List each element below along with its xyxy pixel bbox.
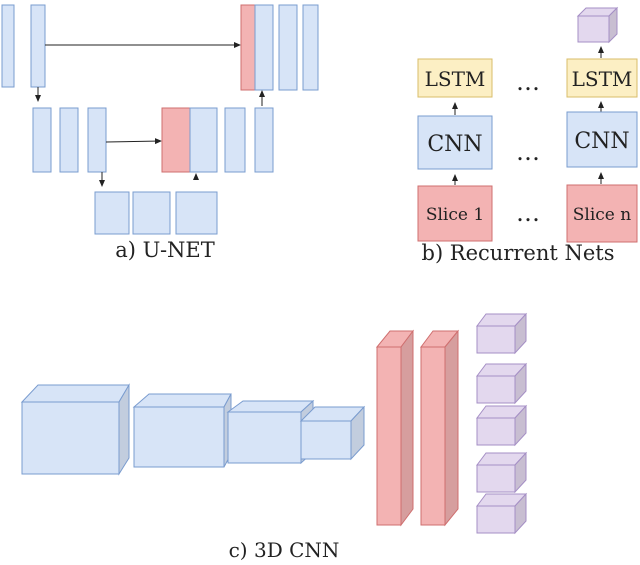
unet-feature-map: [302, 4, 319, 91]
unet-feature-map: [94, 191, 130, 235]
unet-feature-map: [278, 4, 298, 91]
cnn3d-output-cube: [476, 312, 528, 355]
slice-label-first: Slice 1: [426, 205, 484, 225]
slice-label-last: Slice n: [573, 205, 632, 225]
lstm-label-last: LSTM: [572, 67, 633, 91]
unet-feature-map: [87, 107, 107, 173]
cnn3d-panel: c) 3D CNN: [20, 312, 528, 562]
cnn3d-volume-4: [299, 405, 366, 461]
unet-decoder-level2: [161, 107, 274, 173]
lstm-box-last: [566, 58, 638, 98]
recurrent-panel: LSTM CNN Slice 1 … … … LSTM CNN Slice n …: [417, 6, 638, 265]
unet-encoder-level2: [32, 107, 107, 173]
unet-feature-map: [59, 107, 79, 173]
unet-feature-map: [175, 191, 218, 235]
unet-feature-map: [30, 4, 46, 88]
ellipsis-lstm-row: …: [516, 68, 540, 96]
lstm-label-first: LSTM: [425, 67, 486, 91]
unet-encoder-level1: [1, 4, 46, 88]
unet-skip-copy-map: [161, 107, 191, 173]
unet-feature-map: [132, 191, 171, 235]
unet-caption: a) U-NET: [115, 238, 215, 262]
unet-feature-map: [254, 107, 274, 173]
unet-feature-map: [32, 107, 52, 173]
ellipsis-cnn-row: …: [516, 138, 540, 166]
cnn3d-output-cube: [476, 492, 528, 535]
slice-box-first: [417, 185, 493, 242]
slice-box-last: [566, 184, 638, 243]
unet-skip-copy-map: [240, 4, 256, 91]
unet-bottleneck: [94, 191, 218, 235]
unet-panel: a) U-NET: [1, 4, 319, 262]
cnn3d-dense-layer-1: [375, 329, 414, 527]
cnn3d-dense-layer-2: [420, 329, 460, 527]
cnn3d-output-cube: [476, 362, 528, 405]
cnn3d-volume-2: [132, 393, 232, 468]
recurrent-caption: b) Recurrent Nets: [422, 241, 615, 265]
cnn-label-first: CNN: [427, 132, 482, 157]
unet-skip-connection-arrow: [105, 138, 162, 145]
ellipsis-slice-row: …: [516, 199, 540, 227]
cnn3d-output-cube: [476, 404, 528, 447]
cnn3d-volume-3: [226, 399, 315, 465]
output-cube: [576, 6, 619, 44]
cnn3d-caption: c) 3D CNN: [229, 538, 340, 562]
unet-feature-map: [254, 4, 274, 91]
cnn-label-last: CNN: [574, 129, 629, 154]
cnn-box-last: [566, 111, 638, 168]
unet-feature-map: [1, 4, 15, 88]
cnn3d-volume-1: [20, 383, 130, 476]
unet-feature-map: [224, 107, 246, 173]
lstm-box-first: [417, 58, 493, 98]
cnn-box-first: [417, 115, 493, 170]
cnn3d-output-cube: [476, 451, 528, 494]
unet-decoder-level1: [240, 4, 319, 91]
unet-feature-map: [189, 107, 218, 173]
